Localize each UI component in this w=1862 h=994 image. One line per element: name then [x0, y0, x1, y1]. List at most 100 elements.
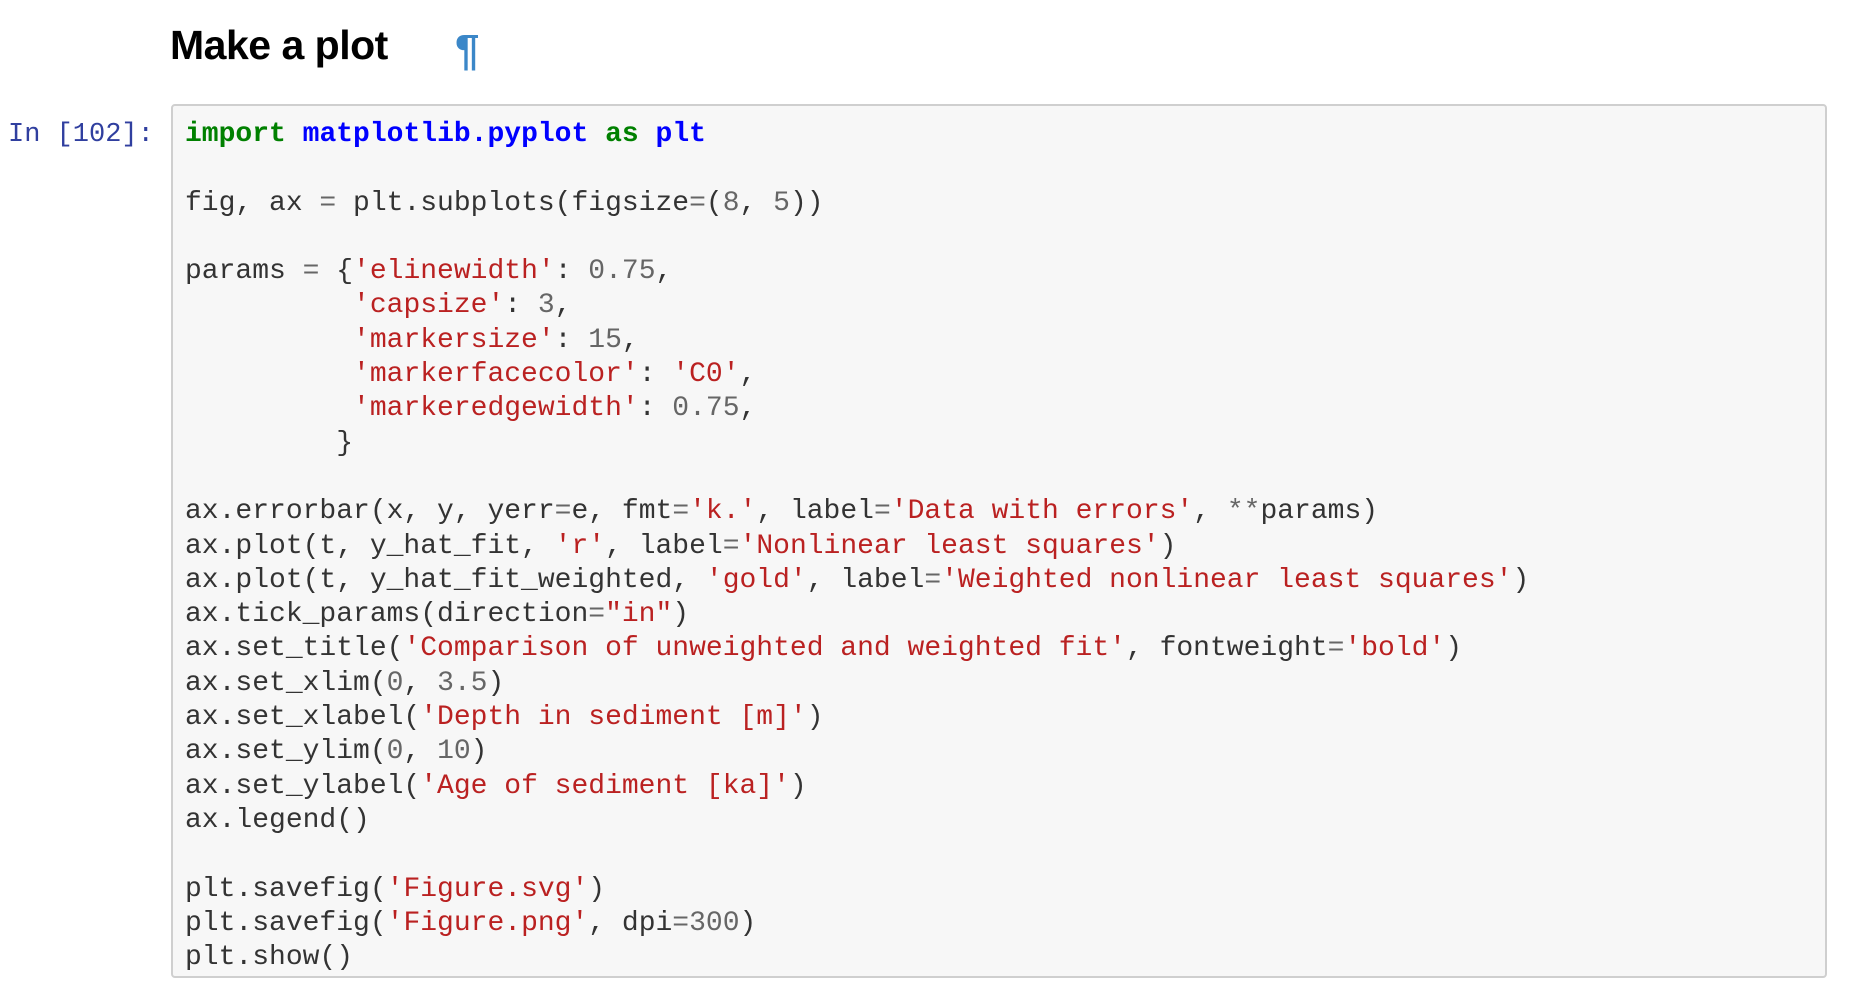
- code-token-txt: , label: [806, 564, 925, 596]
- code-cell[interactable]: import matplotlib.pyplot as plt fig, ax =…: [171, 104, 1827, 978]
- code-editor[interactable]: import matplotlib.pyplot as plt fig, ax =…: [185, 118, 1529, 975]
- code-line: 'markersize': 15,: [185, 324, 1529, 358]
- code-token-txt: :: [504, 290, 538, 322]
- anchor-link-pilcrow[interactable]: ¶: [455, 26, 480, 75]
- code-token-str: 'Data with errors': [890, 496, 1194, 528]
- code-line: ax.errorbar(x, y, yerr=e, fmt='k.', labe…: [185, 495, 1529, 529]
- code-token-op: =: [1327, 633, 1345, 665]
- code-line: ax.legend(): [185, 804, 1529, 838]
- code-token-op: =: [722, 530, 740, 562]
- code-token-str: 'gold': [705, 564, 807, 596]
- code-token-num: 0: [386, 736, 404, 768]
- code-token-txt: e, fmt: [571, 496, 673, 528]
- code-line: ax.set_ylabel('Age of sediment [ka]'): [185, 770, 1529, 804]
- code-token-txt: params): [1260, 496, 1379, 528]
- code-token-num: 8: [722, 187, 740, 219]
- code-token-txt: ): [487, 667, 505, 699]
- code-token-txt: ,: [554, 290, 572, 322]
- code-token-op: **: [1226, 496, 1261, 528]
- code-token-op: =: [554, 496, 572, 528]
- code-line: ax.set_ylim(0, 10): [185, 735, 1529, 769]
- code-line: }: [185, 427, 1529, 461]
- code-token-txt: ,: [739, 359, 757, 391]
- code-token-str: 'k.': [689, 496, 757, 528]
- code-token-txt: ax.plot(t, y_hat_fit,: [185, 530, 555, 562]
- code-token-str: 'capsize': [353, 290, 505, 322]
- code-token-num: 300: [689, 907, 740, 939]
- code-token-op: =: [672, 907, 690, 939]
- code-token-txt: plt.show(): [185, 942, 354, 974]
- code-token-txt: plt.savefig(: [185, 873, 387, 905]
- code-line: 'markerfacecolor': 'C0',: [185, 358, 1529, 392]
- code-token-str: 'markerfacecolor': [353, 359, 639, 391]
- code-token-txt: }: [185, 427, 354, 459]
- code-token-op: =: [924, 564, 942, 596]
- code-token-txt: [185, 290, 353, 321]
- code-token-txt: ,: [1193, 496, 1227, 528]
- code-line: import matplotlib.pyplot as plt: [185, 118, 1529, 152]
- code-token-txt: (: [705, 187, 723, 219]
- input-prompt: In [102]:: [8, 120, 154, 150]
- code-token-txt: ,: [739, 393, 757, 425]
- code-token-txt: [639, 119, 656, 150]
- code-token-txt: fig, ax: [185, 187, 320, 219]
- code-token-str: 'Weighted nonlinear least squares': [941, 564, 1513, 596]
- code-token-txt: ax.set_ylabel(: [185, 770, 421, 802]
- code-token-str: 'bold': [1344, 633, 1446, 665]
- code-line: [185, 838, 1529, 872]
- code-line: plt.savefig('Figure.svg'): [185, 873, 1529, 907]
- code-token-txt: :: [638, 359, 673, 391]
- code-token-txt: ): [1159, 530, 1177, 562]
- code-token-txt: ax.tick_params(direction: [185, 599, 589, 631]
- code-line: ax.set_xlim(0, 3.5): [185, 667, 1529, 701]
- code-token-txt: ): [1445, 633, 1463, 665]
- code-token-txt: ): [672, 599, 690, 631]
- code-token-num: 15: [588, 324, 622, 356]
- code-token-txt: [286, 119, 303, 150]
- code-token-num: 0.75: [588, 256, 656, 288]
- code-token-txt: ): [806, 702, 824, 734]
- code-token-txt: ): [789, 770, 807, 802]
- code-line: plt.savefig('Figure.png', dpi=300): [185, 907, 1529, 941]
- code-token-txt: [185, 325, 353, 356]
- code-token-txt: :: [554, 256, 589, 288]
- code-token-txt: ,: [403, 667, 438, 699]
- code-token-mod: matplotlib.pyplot: [302, 119, 589, 150]
- code-token-txt: ax.set_ylim(: [185, 736, 387, 768]
- code-token-txt: , label: [605, 530, 723, 562]
- code-token-num: 10: [437, 736, 471, 768]
- code-token-txt: ax.legend(): [185, 804, 370, 836]
- code-token-txt: , fontweight: [1125, 633, 1328, 665]
- code-token-txt: :: [638, 393, 673, 425]
- code-token-kw: import: [185, 119, 286, 150]
- code-line: 'capsize': 3,: [185, 289, 1529, 323]
- code-token-str: 'elinewidth': [353, 256, 555, 288]
- code-token-txt: plt.savefig(: [185, 907, 387, 939]
- code-line: [185, 461, 1529, 495]
- code-line: [185, 152, 1529, 186]
- code-token-op: =: [689, 187, 706, 219]
- code-token-op: =: [319, 187, 337, 219]
- code-line: ax.plot(t, y_hat_fit, 'r', label='Nonlin…: [185, 530, 1529, 564]
- code-token-num: 0: [386, 667, 404, 699]
- code-token-str: 'Comparison of unweighted and weighted f…: [403, 633, 1126, 665]
- code-token-txt: [185, 393, 353, 424]
- code-line: ax.set_title('Comparison of unweighted a…: [185, 632, 1529, 666]
- code-token-num: 5: [773, 187, 790, 219]
- code-line: 'markeredgewidth': 0.75,: [185, 392, 1529, 426]
- code-token-str: 'C0': [672, 359, 740, 391]
- code-token-op: =: [588, 599, 606, 631]
- code-line: ax.set_xlabel('Depth in sediment [m]'): [185, 701, 1529, 735]
- code-line: fig, ax = plt.subplots(figsize=(8, 5)): [185, 187, 1529, 221]
- code-token-txt: ): [1512, 564, 1530, 596]
- code-token-txt: ): [470, 736, 488, 768]
- code-token-txt: )): [789, 187, 824, 219]
- code-token-op: =: [302, 256, 320, 288]
- code-token-txt: ax.set_xlabel(: [185, 702, 421, 734]
- code-token-num: 3.5: [437, 667, 488, 699]
- code-token-txt: ax.set_title(: [185, 633, 404, 665]
- code-token-kw: as: [605, 119, 639, 150]
- code-line: ax.plot(t, y_hat_fit_weighted, 'gold', l…: [185, 564, 1529, 598]
- code-token-txt: ,: [655, 256, 673, 288]
- code-token-str: 'markersize': [353, 324, 555, 356]
